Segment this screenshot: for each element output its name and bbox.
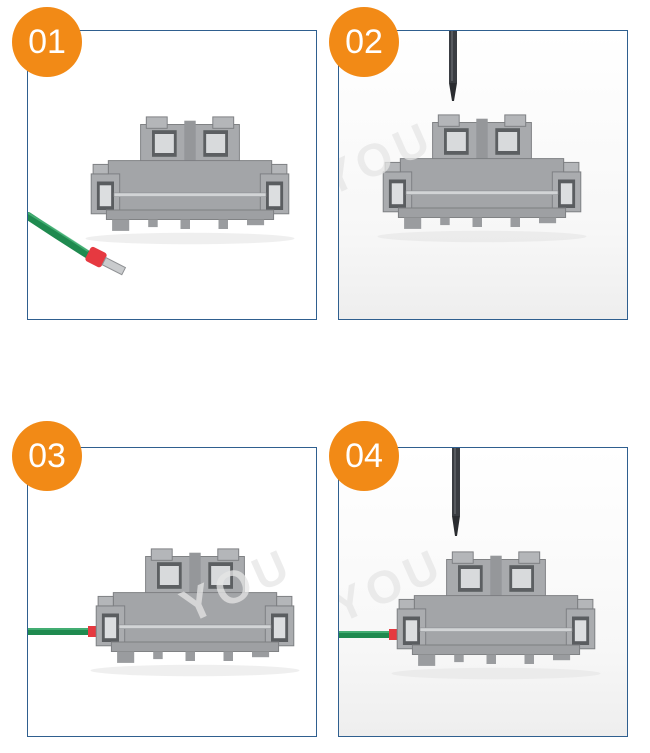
step-badge-02: 02 (329, 7, 399, 77)
terminal-block-icon (28, 116, 295, 276)
step-panel-3: YOU (27, 447, 317, 737)
step-badge-01: 01 (12, 7, 82, 77)
step-panel-1 (27, 30, 317, 320)
step-panel-2: YOU (338, 30, 628, 320)
screwdriver-icon (452, 448, 460, 536)
wire-icon (28, 626, 100, 637)
wire-icon (339, 629, 401, 640)
screwdriver-icon (449, 31, 457, 101)
step-badge-03: 03 (12, 421, 82, 491)
step-panel-4: YOU (338, 447, 628, 737)
step-badge-04: 04 (329, 421, 399, 491)
